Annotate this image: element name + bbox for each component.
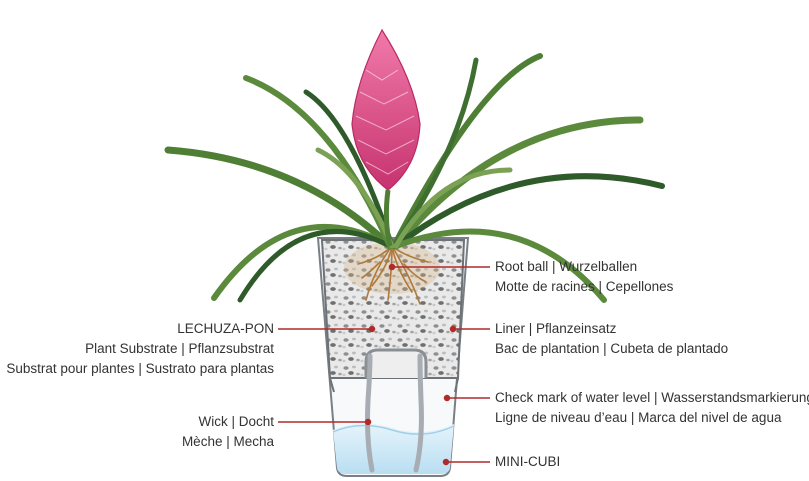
root-ball-label: Root ball | Wurzelballen Motte de racine… (495, 257, 673, 297)
wick-label-line2: Mèche | Mecha (182, 432, 274, 452)
wick-label-line1: Wick | Docht (182, 412, 274, 432)
liner-label: Liner | Pflanzeinsatz Bac de plantation … (495, 319, 728, 359)
liner-label-line2: Bac de plantation | Cubeta de plantado (495, 339, 728, 359)
liner-label-line1: Liner | Pflanzeinsatz (495, 319, 728, 339)
water-level-label-line1: Check mark of water level | Wasserstands… (495, 388, 809, 408)
lechuza-pon-label: LECHUZA-PON Plant Substrate | Pflanzsubs… (6, 319, 274, 379)
lechuza-pon-label-line3: Substrat pour plantes | Sustrato para pl… (6, 359, 274, 379)
root-ball-label-line1: Root ball | Wurzelballen (495, 257, 673, 277)
mini-cubi-label-line1: MINI-CUBI (495, 452, 560, 472)
wick-label: Wick | Docht Mèche | Mecha (182, 412, 274, 452)
mini-cubi-label: MINI-CUBI (495, 452, 560, 472)
root-ball-label-line2: Motte de racines | Cepellones (495, 277, 673, 297)
lechuza-pon-label-line1: LECHUZA-PON (6, 319, 274, 339)
water-level-label: Check mark of water level | Wasserstands… (495, 388, 809, 428)
water-level-label-line2: Ligne de niveau d’eau | Marca del nivel … (495, 408, 809, 428)
lechuza-pon-label-line2: Plant Substrate | Pflanzsubstrat (6, 339, 274, 359)
